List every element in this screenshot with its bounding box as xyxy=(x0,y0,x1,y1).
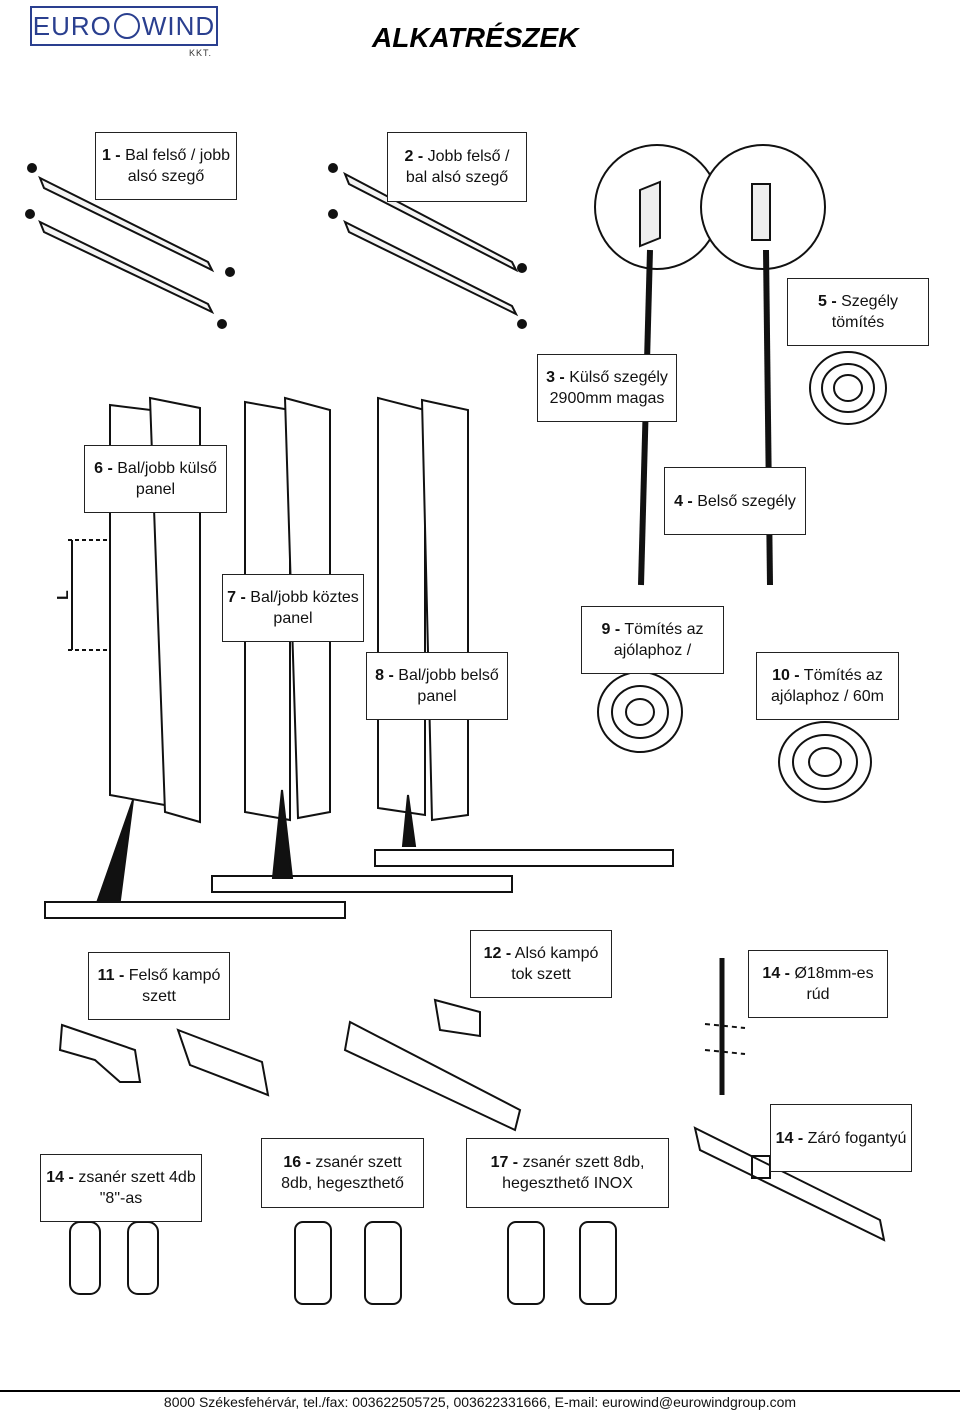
part-2-text: Jobb felső / bal alsó szegő xyxy=(405,148,510,186)
part-2-label: 2 - Jobb felső / bal alsó szegő xyxy=(387,132,527,202)
dimension-label: L xyxy=(55,590,72,600)
seal-9-drawing xyxy=(597,671,683,753)
logo-circle-icon xyxy=(113,13,140,39)
part-4-text: Belső szegély xyxy=(697,492,796,510)
part-5-label: 5 - Szegély tömítés xyxy=(787,278,929,346)
hook-12-drawing xyxy=(343,998,522,1132)
hinges-drawing xyxy=(69,1221,617,1305)
part-17-number: 17 - xyxy=(490,1154,519,1171)
profile-3-drawing xyxy=(594,144,720,586)
rod-14-drawing xyxy=(704,958,746,1095)
part-6-text: Bal/jobb külső panel xyxy=(117,460,217,498)
part-14-hinge-label: 14 - zsanér szett 4db "8"-as xyxy=(40,1154,202,1222)
page-title: ALKATRÉSZEK xyxy=(372,22,579,53)
part-3-label: 3 - Külső szegély 2900mm magas xyxy=(537,354,677,422)
part-12-text: Alsó kampó tok szett xyxy=(511,945,599,983)
logo-text-right: WIND xyxy=(141,10,216,41)
part-14-hinge-number: 14 - xyxy=(46,1169,74,1186)
part-8-number: 8 - xyxy=(375,667,394,684)
part-11-label: 11 - Felső kampó szett xyxy=(88,952,230,1020)
part-16-text: zsanér szett 8db, hegeszthető xyxy=(281,1154,404,1192)
part-17-text: zsanér szett 8db, hegeszthető INOX xyxy=(502,1154,645,1192)
horizontal-rails-drawing xyxy=(44,849,674,919)
part-1-label: 1 - Bal felső / jobb alsó szegő xyxy=(95,132,237,200)
seal-5-drawing xyxy=(809,351,887,425)
seal-10-drawing xyxy=(778,721,872,803)
part-14-handle-text: Záró fogantyú xyxy=(807,1129,907,1147)
rail-1-drawing xyxy=(25,163,235,329)
part-9-label: 9 - Tömítés az ajólaphoz / xyxy=(581,606,724,674)
part-16-label: 16 - zsanér szett 8db, hegeszthető xyxy=(261,1138,424,1208)
footer-contact: 8000 Székesfehérvár, tel./fax: 003622505… xyxy=(163,1394,797,1410)
part-7-number: 7 - xyxy=(227,589,246,606)
part-8-label: 8 - Bal/jobb belső panel xyxy=(366,652,508,720)
part-11-text: Felső kampó szett xyxy=(128,967,221,1005)
footer-divider xyxy=(0,1390,960,1392)
part-14-rod-number: 14 - xyxy=(762,965,790,982)
part-9-text: Tömítés az ajólaphoz / xyxy=(613,621,704,659)
part-5-number: 5 - xyxy=(817,293,837,310)
part-12-number: 12 - xyxy=(483,945,512,962)
part-14-rod-label: 14 - Ø18mm-es rúd xyxy=(748,950,888,1018)
eurowind-logo: EURO WIND KKT. xyxy=(30,6,218,58)
part-12-label: 12 - Alsó kampó tok szett xyxy=(470,930,612,998)
logo-suffix: KKT. xyxy=(188,48,212,58)
part-4-label: 4 - Belső szegély xyxy=(664,467,806,535)
part-2-number: 2 - xyxy=(404,148,424,165)
part-6-number: 6 - xyxy=(94,460,113,477)
part-11-number: 11 - xyxy=(97,967,125,984)
part-10-text: Tömítés az ajólaphoz / 60m xyxy=(771,667,884,705)
part-7-text: Bal/jobb köztes panel xyxy=(250,589,359,627)
part-1-number: 1 - xyxy=(101,147,121,164)
part-14-rod-text: Ø18mm-es rúd xyxy=(794,965,874,1003)
part-3-number: 3 - xyxy=(546,369,565,386)
part-9-number: 9 - xyxy=(601,621,621,638)
part-4-number: 4 - xyxy=(674,492,693,510)
part-1-text: Bal felső / jobb alsó szegő xyxy=(125,147,231,185)
part-7-label: 7 - Bal/jobb köztes panel xyxy=(222,574,364,642)
part-6-label: 6 - Bal/jobb külső panel xyxy=(84,445,227,513)
part-14-hinge-text: zsanér szett 4db "8"-as xyxy=(78,1169,196,1207)
part-14-handle-label: 14 - Záró fogantyú xyxy=(770,1104,912,1172)
part-10-label: 10 - Tömítés az ajólaphoz / 60m xyxy=(756,652,899,720)
part-8-text: Bal/jobb belső panel xyxy=(398,667,499,705)
part-10-number: 10 - xyxy=(772,667,800,684)
part-17-label: 17 - zsanér szett 8db, hegeszthető INOX xyxy=(466,1138,669,1208)
hook-11-drawing xyxy=(58,1023,270,1097)
logo-text-left: EURO xyxy=(32,10,112,41)
part-16-number: 16 - xyxy=(283,1154,311,1171)
part-14-handle-number: 14 - xyxy=(775,1129,804,1147)
part-5-text: Szegély tömítés xyxy=(831,293,899,331)
part-3-text: Külső szegély 2900mm magas xyxy=(549,369,668,407)
